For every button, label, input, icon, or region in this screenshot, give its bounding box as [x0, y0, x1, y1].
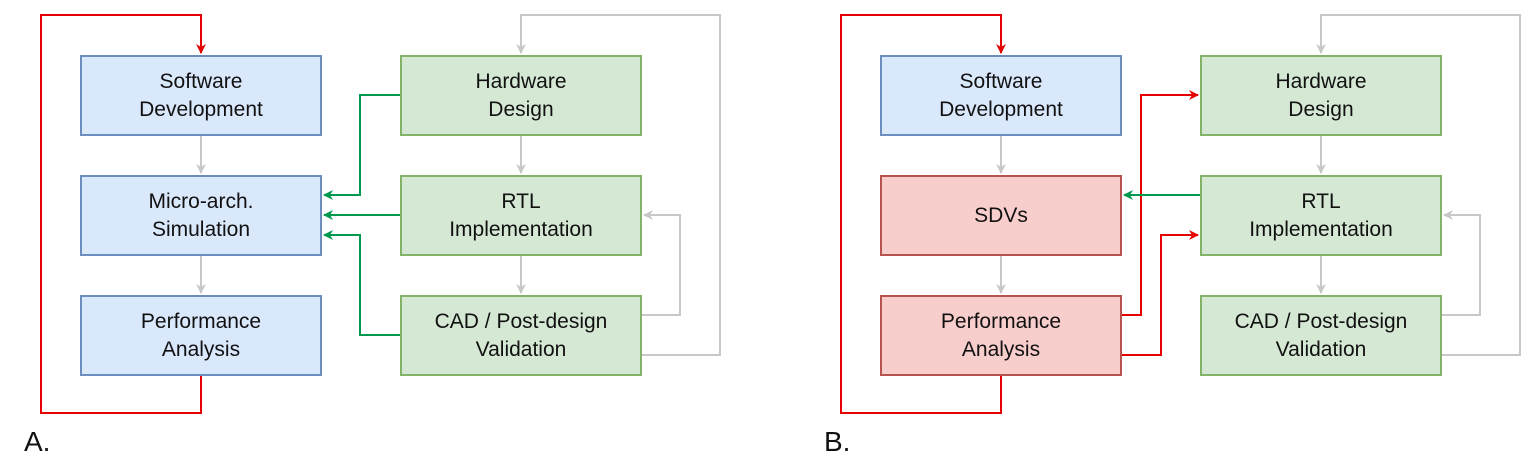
arrow-a-cad-to-hw: [516, 14, 721, 356]
box-a-micro-arch-simulation: Micro-arch. Simulation: [80, 175, 322, 256]
arrow-b-cad-to-hw: [1316, 14, 1521, 356]
box-a-software-development: Software Development: [80, 55, 322, 136]
arrow-b-perf-to-hw: [1122, 90, 1199, 316]
arrow-b-cad-to-rtl: [1442, 210, 1481, 316]
box-b-cad-validation: CAD / Post-design Validation: [1200, 295, 1442, 376]
box-a-rtl-implementation: RTL Implementation: [400, 175, 642, 256]
box-a-cad-validation: CAD / Post-design Validation: [400, 295, 642, 376]
arrow-a-cad-to-rtl: [642, 210, 681, 316]
box-b-software-development: Software Development: [880, 55, 1122, 136]
box-b-rtl-implementation: RTL Implementation: [1200, 175, 1442, 256]
panel-a-label: A.: [24, 426, 51, 457]
box-b-performance-analysis: Performance Analysis: [880, 295, 1122, 376]
arrow-b-perf-to-rtl: [1122, 230, 1199, 356]
box-b-hardware-design: Hardware Design: [1200, 55, 1442, 136]
arrow-a-cad-to-mas: [323, 230, 400, 336]
box-a-hardware-design: Hardware Design: [400, 55, 642, 136]
panel-b-label: B.: [824, 426, 851, 457]
arrow-b-perf-to-sw-loop: [840, 14, 1006, 414]
arrow-a-hw-to-mas: [323, 94, 400, 200]
box-b-sdvs: SDVs: [880, 175, 1122, 256]
box-a-performance-analysis: Performance Analysis: [80, 295, 322, 376]
arrow-a-perf-to-sw-loop: [40, 14, 206, 414]
